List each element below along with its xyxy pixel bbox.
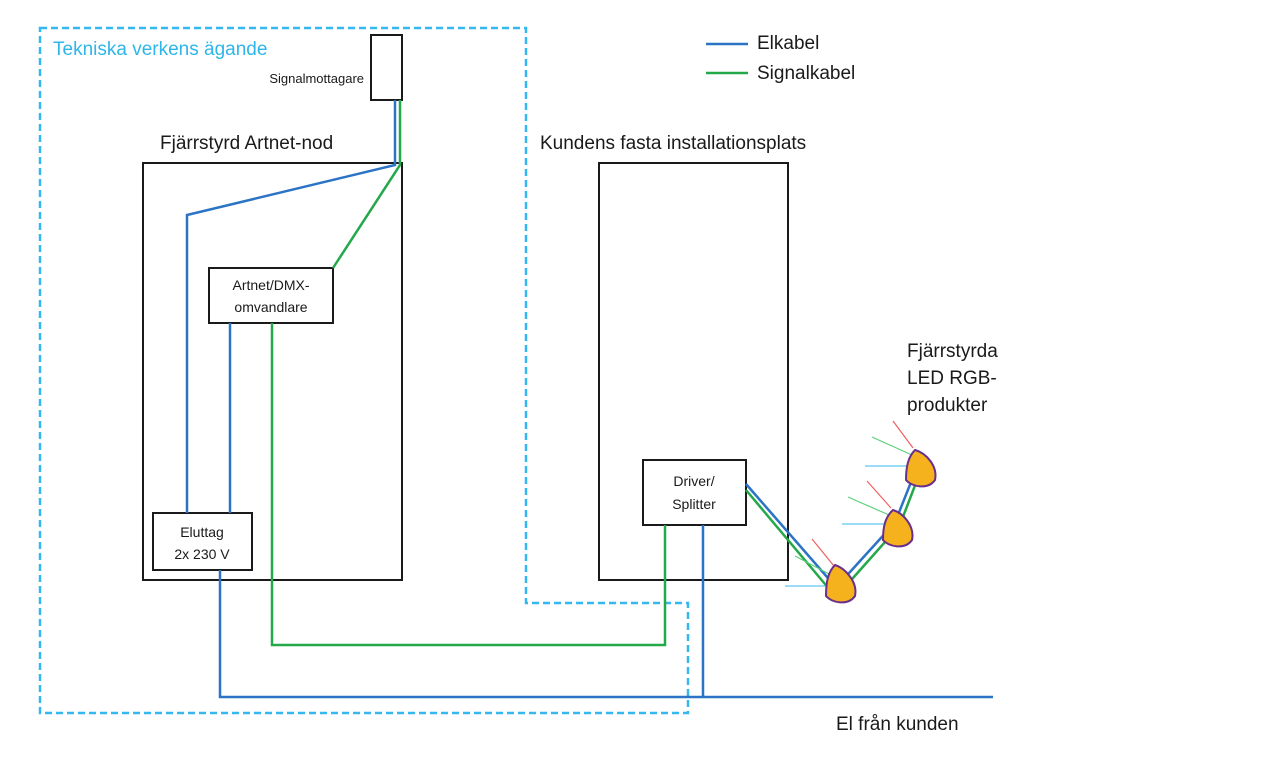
driver-box	[642, 459, 747, 526]
artnet-node-label: Fjärrstyrd Artnet-nod	[160, 133, 333, 154]
signal-cable-driver-to-led1	[745, 489, 831, 591]
customer-site-label: Kundens fasta installationsplats	[540, 133, 806, 154]
legend-signal-label: Signalkabel	[757, 63, 855, 84]
signal-cable-converter-to-driver	[270, 323, 667, 647]
led-products-label-line1: Fjärrstyrda	[907, 341, 998, 362]
legend-power-label: Elkabel	[757, 33, 819, 54]
signal-receiver-box	[370, 34, 403, 101]
outlet-box	[152, 512, 253, 571]
signal-cables	[270, 100, 921, 647]
led-lamp-2	[881, 508, 914, 548]
led-products-label-line2: LED RGB-	[907, 368, 997, 389]
led-lamp-3	[904, 448, 937, 488]
signal-cable-receiver-to-converter	[331, 100, 402, 269]
converter-label-line1: Artnet/DMX-	[232, 277, 309, 293]
power-cable-receiver-to-outlet	[185, 100, 397, 513]
signal-receiver-label: Signalmottagare	[269, 71, 364, 86]
ownership-label: Tekniska verkens ägande	[53, 39, 267, 60]
legend: Elkabel Signalkabel	[706, 33, 855, 84]
power-from-customer-label: El från kunden	[836, 714, 959, 735]
converter-label-line2: omvandlare	[234, 299, 307, 315]
power-cables	[185, 100, 993, 699]
led-light-rays	[785, 420, 914, 587]
led-lamps	[824, 448, 937, 604]
outlet-label-line2: 2x 230 V	[174, 546, 230, 562]
led-lamp-1	[824, 563, 857, 604]
driver-label-line1: Driver/	[673, 473, 714, 489]
driver-label-line2: Splitter	[672, 496, 716, 512]
power-cable-outlet-to-mains	[218, 570, 993, 699]
led-products-label-line3: produkter	[907, 395, 988, 416]
customer-site-box	[598, 162, 789, 581]
ownership-boundary	[38, 26, 690, 715]
outlet-label-line1: Eluttag	[180, 524, 224, 540]
